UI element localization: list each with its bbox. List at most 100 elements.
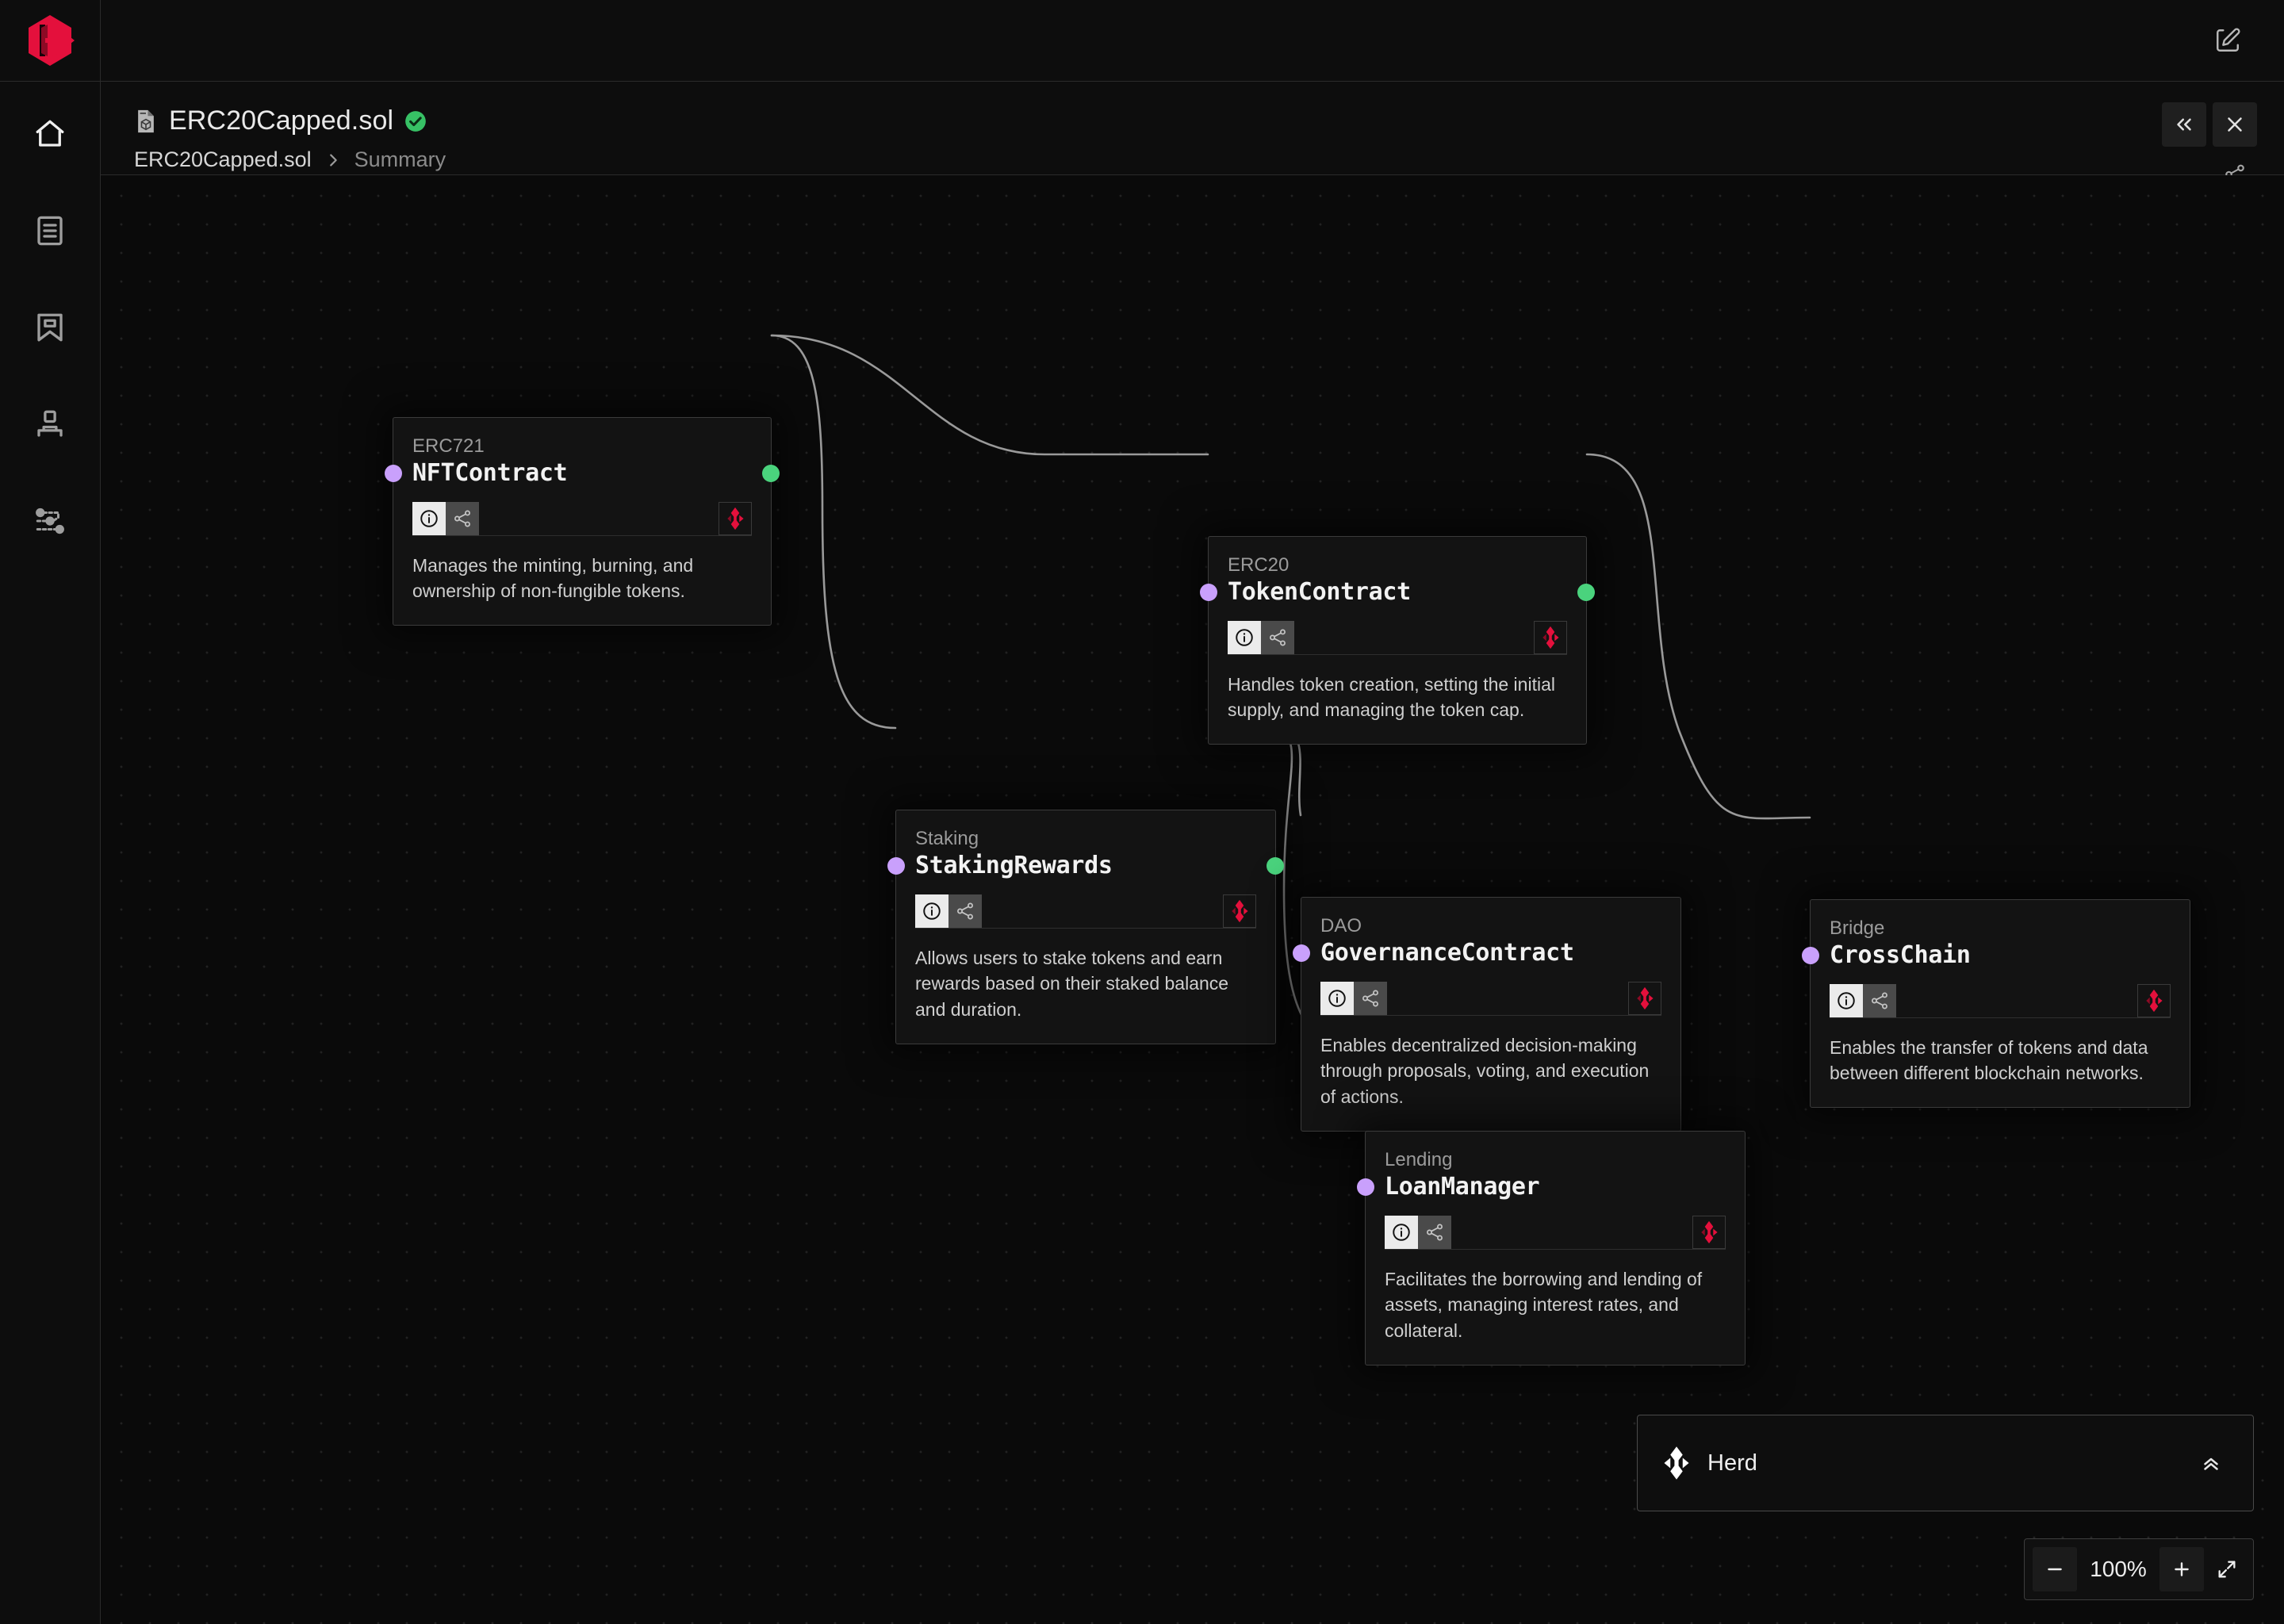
- node-share-tab[interactable]: [1863, 984, 1896, 1017]
- node-share-tab[interactable]: [446, 502, 479, 535]
- toolbar-divider: [1228, 654, 1567, 655]
- info-circle-icon: [1391, 1222, 1412, 1243]
- sidebar-item-bookmarks[interactable]: [21, 299, 79, 356]
- chevron-right-icon: [324, 150, 342, 170]
- node-card[interactable]: LendingLoanManagerFacilitates the borrow…: [1365, 1131, 1746, 1365]
- minus-icon: [2044, 1559, 2065, 1580]
- node-card[interactable]: StakingStakingRewardsAllows users to sta…: [895, 810, 1276, 1044]
- node-info-tab[interactable]: [1385, 1216, 1418, 1249]
- page-header: ERC20Capped.sol ERC20Capped.sol Summary: [101, 82, 2284, 175]
- zoom-out-button[interactable]: [2033, 1547, 2077, 1591]
- node-herd-button[interactable]: [1223, 894, 1256, 928]
- share-network-icon: [1360, 988, 1381, 1009]
- node-description: Manages the minting, burning, and owners…: [412, 553, 752, 604]
- node-herd-button[interactable]: [1692, 1216, 1726, 1249]
- node-kind: ERC721: [412, 435, 752, 458]
- node-name: StakingRewards: [915, 852, 1256, 880]
- node-share-tab[interactable]: [1261, 621, 1294, 654]
- herd-mark-icon: [1661, 1446, 1692, 1480]
- toolbar-divider: [412, 535, 752, 536]
- node-description: Facilitates the borrowing and lending of…: [1385, 1266, 1726, 1344]
- info-circle-icon: [419, 508, 439, 529]
- node-card[interactable]: ERC20TokenContractHandles token creation…: [1208, 536, 1587, 745]
- close-x-icon: [2223, 113, 2247, 136]
- toolbar-divider: [915, 928, 1256, 929]
- share-network-icon: [1869, 990, 1890, 1011]
- info-circle-icon: [1327, 988, 1347, 1009]
- zoom-in-button[interactable]: [2159, 1547, 2204, 1591]
- node-input-handle[interactable]: [385, 465, 402, 482]
- node-info-tab[interactable]: [1320, 982, 1354, 1015]
- node-kind: Bridge: [1830, 917, 2171, 940]
- breadcrumb: ERC20Capped.sol Summary: [134, 147, 2284, 172]
- info-circle-icon: [1836, 990, 1857, 1011]
- node-share-tab[interactable]: [1418, 1216, 1451, 1249]
- verified-check-icon: [404, 110, 427, 132]
- node-toolbar: [915, 894, 1256, 928]
- node-toolbar: [1228, 621, 1567, 654]
- node-herd-button[interactable]: [719, 502, 752, 535]
- collapse-panel-button[interactable]: [2162, 102, 2206, 147]
- node-description: Allows users to stake tokens and earn re…: [915, 945, 1256, 1023]
- node-output-handle[interactable]: [1267, 857, 1284, 875]
- plus-icon: [2171, 1559, 2192, 1580]
- node-herd-button[interactable]: [2137, 984, 2171, 1017]
- sidebar-item-account[interactable]: [21, 396, 79, 453]
- node-card[interactable]: DAOGovernanceContractEnables decentraliz…: [1301, 897, 1681, 1132]
- node-herd-button[interactable]: [1628, 982, 1661, 1015]
- herd-collapse-button[interactable]: [2190, 1438, 2232, 1488]
- node-kind: Staking: [915, 828, 1256, 850]
- fit-view-button[interactable]: [2209, 1547, 2245, 1591]
- node-input-handle[interactable]: [1200, 584, 1217, 601]
- node-toolbar: [1385, 1216, 1726, 1249]
- herd-panel-label: Herd: [1707, 1450, 1757, 1477]
- node-card[interactable]: ERC721NFTContractManages the minting, bu…: [393, 417, 772, 626]
- node-input-handle[interactable]: [1293, 944, 1310, 962]
- herd-mark-icon: [725, 507, 745, 530]
- node-herd-button[interactable]: [1534, 621, 1567, 654]
- close-button[interactable]: [2213, 102, 2257, 147]
- node-info-tab[interactable]: [1228, 621, 1261, 654]
- herd-mark-icon: [1699, 1220, 1719, 1244]
- node-input-handle[interactable]: [887, 857, 905, 875]
- node-share-tab[interactable]: [948, 894, 982, 928]
- chevrons-left-icon: [2172, 113, 2196, 136]
- node-name: LoanManager: [1385, 1173, 1726, 1201]
- node-description: Enables the transfer of tokens and data …: [1830, 1035, 2171, 1086]
- sidebar-item-home[interactable]: [21, 105, 79, 163]
- solidity-file-icon: [134, 109, 158, 134]
- app-logo[interactable]: [0, 0, 101, 81]
- node-kind: ERC20: [1228, 554, 1567, 576]
- share-network-icon: [452, 508, 473, 529]
- page-title-text: ERC20Capped.sol: [169, 105, 393, 136]
- edge-token-bridge: [1587, 454, 1810, 818]
- node-output-handle[interactable]: [762, 465, 780, 482]
- node-card[interactable]: BridgeCrossChainEnables the transfer of …: [1810, 899, 2190, 1108]
- graph-canvas[interactable]: ERC721NFTContractManages the minting, bu…: [101, 175, 2284, 1624]
- sidebar-item-reports[interactable]: [21, 202, 79, 259]
- herd-mark-icon: [1634, 986, 1655, 1010]
- breadcrumb-root[interactable]: ERC20Capped.sol: [134, 147, 312, 172]
- node-info-tab[interactable]: [915, 894, 948, 928]
- share-network-icon: [1424, 1222, 1445, 1243]
- toolbar-divider: [1385, 1249, 1726, 1250]
- node-input-handle[interactable]: [1357, 1178, 1374, 1196]
- zoom-controls: 100%: [2024, 1538, 2254, 1600]
- edge-nft-token: [772, 335, 1208, 454]
- node-info-tab[interactable]: [412, 502, 446, 535]
- node-name: GovernanceContract: [1320, 939, 1661, 967]
- info-circle-icon: [1234, 627, 1255, 648]
- bookmark-icon: [33, 311, 67, 344]
- node-input-handle[interactable]: [1802, 947, 1819, 964]
- node-output-handle[interactable]: [1577, 584, 1595, 601]
- edit-button[interactable]: [2205, 17, 2251, 63]
- node-toolbar: [412, 502, 752, 535]
- sidebar-item-graph[interactable]: [21, 492, 79, 550]
- herd-logo-icon: [25, 13, 75, 67]
- breadcrumb-separator: [324, 150, 342, 170]
- herd-panel[interactable]: Herd: [1637, 1415, 2254, 1511]
- header-actions: [2162, 102, 2257, 147]
- node-info-tab[interactable]: [1830, 984, 1863, 1017]
- node-share-tab[interactable]: [1354, 982, 1387, 1015]
